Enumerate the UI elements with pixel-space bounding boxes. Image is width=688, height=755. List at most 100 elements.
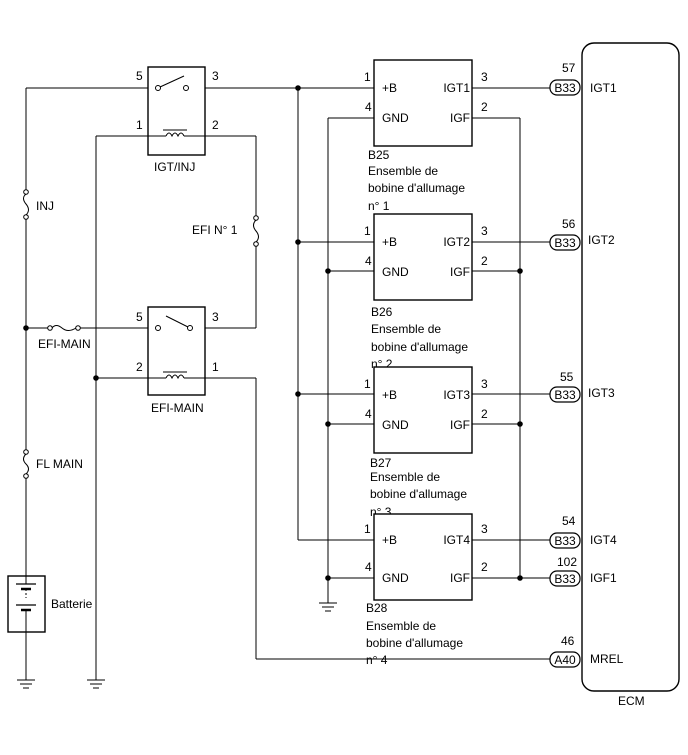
junction-dot	[325, 575, 331, 581]
coil-pin: 2	[481, 254, 488, 268]
coil-name-line: Ensemble de	[371, 322, 441, 336]
coil-b25: 1 4 3 2 +B GND IGT1 IGF B25 Ensemble de …	[364, 59, 488, 213]
relay-label: IGT/INJ	[154, 160, 195, 174]
coil-b27: 1 4 3 2 +B GND IGT3 IGF B27 Ensemble de …	[364, 366, 488, 519]
coil-terminal-label: IGF	[450, 265, 470, 279]
coil-terminal-label: GND	[382, 111, 409, 125]
pin-number: 57	[562, 61, 576, 75]
coil-terminal-label: IGT3	[443, 388, 470, 402]
coil-terminal-label: IGT1	[443, 81, 470, 95]
relay-pin: 5	[136, 310, 143, 324]
left-bus-wires	[25, 87, 148, 680]
coil-pin: 1	[364, 377, 371, 391]
coil-pin: 2	[481, 407, 488, 421]
connector-label: B33	[554, 236, 576, 250]
plus-b-bus	[297, 88, 374, 541]
coil-b26: 1 4 3 2 +B GND IGT2 IGF B26 Ensemble de …	[364, 213, 488, 371]
coil-pin: 4	[365, 254, 372, 268]
coil-name-line: bobine d'allumage	[368, 181, 465, 195]
coil-name-line: bobine d'allumage	[371, 340, 468, 354]
relay-pin: 3	[212, 69, 219, 83]
coil-pin: 1	[364, 70, 371, 84]
coil-terminal-label: +B	[382, 81, 397, 95]
coil-name-line: Ensemble de	[366, 619, 436, 633]
coil-terminal-label: IGF	[450, 418, 470, 432]
coil-terminal-label: +B	[382, 533, 397, 547]
ecm-pin-mrel: A40 46 MREL	[549, 634, 624, 668]
coil-name-line: n° 1	[368, 199, 390, 213]
coil-name-line: Ensemble de	[370, 470, 440, 484]
coil-name-line: Ensemble de	[368, 164, 438, 178]
coil-pin: 4	[365, 560, 372, 574]
relay-pin: 3	[212, 310, 219, 324]
junction-dot	[295, 239, 301, 245]
ecm-pin-igt3: B33 55 IGT3	[549, 370, 615, 403]
ecm-pin-igt1: B33 57 IGT1	[549, 61, 617, 96]
junction-dot	[325, 421, 331, 427]
junction-dot	[517, 268, 523, 274]
igt-wires	[472, 87, 552, 541]
signal-name: IGT3	[588, 386, 615, 400]
coil-terminal-label: IGT2	[443, 235, 470, 249]
battery: Batterie	[7, 575, 93, 633]
coil-pin: 2	[481, 560, 488, 574]
fuse-inj-label: INJ	[36, 199, 54, 213]
fuse-efi-main-label: EFI-MAIN	[38, 337, 91, 351]
coil-pin: 2	[481, 100, 488, 114]
ecm-label: ECM	[618, 694, 645, 708]
coil-terminal-label: IGT4	[443, 533, 470, 547]
coil-pin: 1	[364, 522, 371, 536]
ground-icon	[87, 679, 105, 689]
fuse-efi-main: EFI-MAIN	[38, 325, 91, 351]
connector-label: B33	[554, 572, 576, 586]
junction-dot	[93, 375, 99, 381]
coil-terminal-label: +B	[382, 235, 397, 249]
ground-icon	[319, 602, 337, 612]
relay-output-wires	[205, 87, 552, 660]
coil-code: B28	[366, 601, 388, 615]
ecm-pin-igf1: B33 102 IGF1	[549, 555, 617, 587]
coil-name-line: n° 4	[366, 653, 388, 667]
coil-terminal-label: GND	[382, 418, 409, 432]
signal-name: IGT2	[588, 233, 615, 247]
coil-pin: 3	[481, 522, 488, 536]
ecm-pin-igt2: B33 56 IGT2	[549, 217, 615, 251]
coil-b28: 1 4 3 2 +B GND IGT4 IGF B28 Ensemble de …	[364, 513, 488, 667]
relay-pin: 5	[136, 69, 143, 83]
coil-pin: 3	[481, 224, 488, 238]
coil-pin: 3	[481, 377, 488, 391]
fuse-inj: INJ	[23, 189, 54, 220]
signal-name: MREL	[590, 652, 624, 666]
pin-number: 46	[561, 634, 575, 648]
fuse-fl-main: FL MAIN	[23, 449, 83, 479]
coil-code: B27	[370, 456, 392, 470]
coil-terminal-label: GND	[382, 571, 409, 585]
relay-label: EFI-MAIN	[151, 401, 204, 415]
junction-dot	[517, 575, 523, 581]
coil-terminal-label: +B	[382, 388, 397, 402]
coil-terminal-label: IGF	[450, 111, 470, 125]
junction-dot	[295, 391, 301, 397]
pin-number: 54	[562, 514, 576, 528]
relay-igt-inj: 5 3 1 2 IGT/INJ	[136, 66, 219, 174]
signal-name: IGF1	[590, 571, 617, 585]
battery-label: Batterie	[51, 597, 93, 611]
connector-label: B33	[554, 388, 576, 402]
junction-dot	[517, 421, 523, 427]
fuse-fl-main-label: FL MAIN	[36, 457, 83, 471]
connector-label: A40	[554, 653, 576, 667]
fuse-efi-no1-label: EFI N° 1	[192, 223, 238, 237]
junction-dot	[325, 268, 331, 274]
junction-dot	[295, 85, 301, 91]
coil-pin: 4	[365, 407, 372, 421]
pin-number: 102	[557, 555, 577, 569]
coil-terminal-label: IGF	[450, 571, 470, 585]
relay-pin: 1	[136, 118, 143, 132]
ground-icon	[17, 679, 35, 689]
coil-name-line: bobine d'allumage	[370, 487, 467, 501]
coil-name-line: bobine d'allumage	[366, 636, 463, 650]
signal-name: IGT1	[590, 81, 617, 95]
coil-terminal-label: GND	[382, 265, 409, 279]
pin-number: 56	[562, 217, 576, 231]
